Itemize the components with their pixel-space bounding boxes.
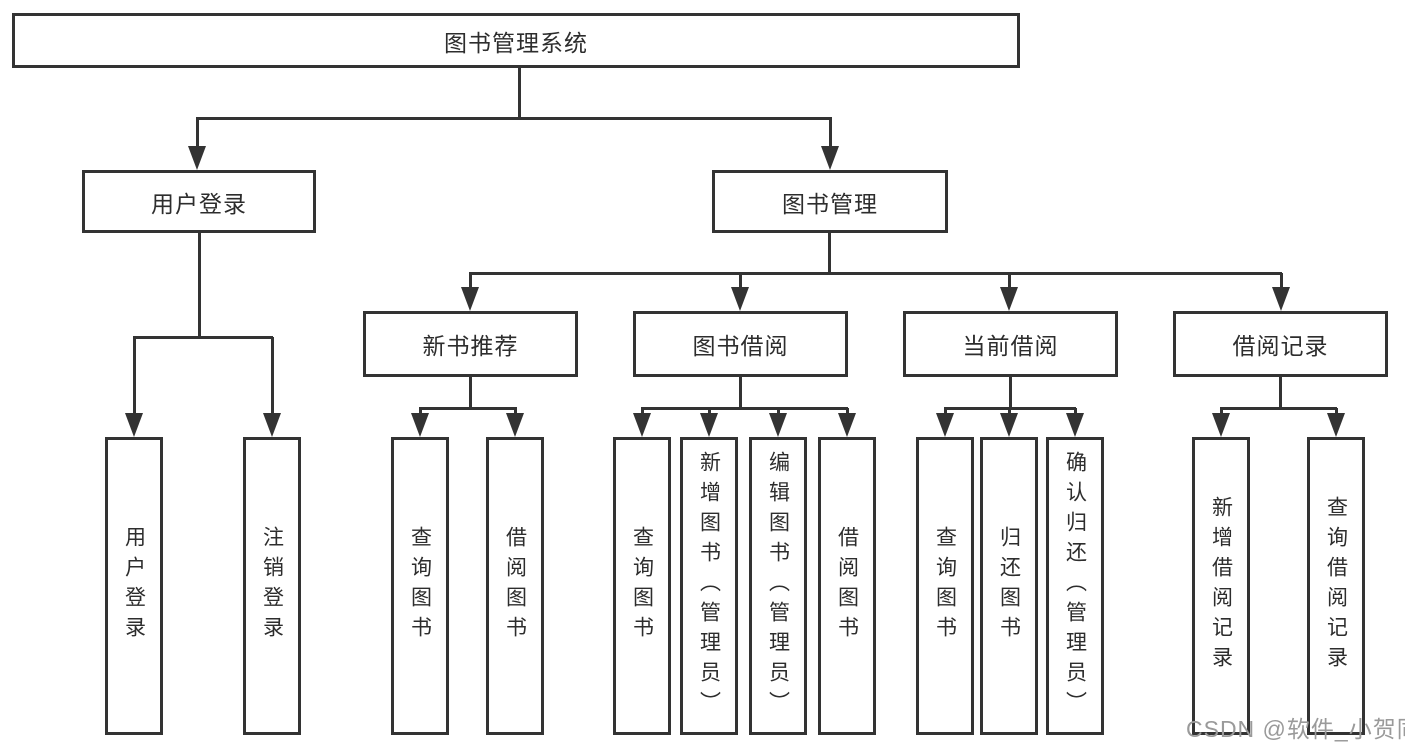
leaf-bb-borrow-books: 借阅图书 [818, 437, 876, 735]
edge-user-login-stub [198, 233, 201, 337]
node-book-management-label: 图书管理 [782, 190, 878, 217]
arrow-down-bb-query [633, 413, 651, 437]
arrow-down-bb-add [700, 413, 718, 437]
edge-level2-connector [196, 117, 832, 120]
leaf-br-query-record-label: 查询借阅记录 [1324, 496, 1348, 676]
node-borrow-records: 借阅记录 [1173, 311, 1388, 377]
edge-bb-split [641, 407, 848, 410]
node-root: 图书管理系统 [12, 13, 1020, 68]
leaf-bb-edit-books-admin-label: 编辑图书（管理员） [766, 451, 790, 721]
edge-cb-stub [1009, 377, 1012, 408]
arrow-down-new-book-recommend [461, 287, 479, 311]
edge-root-stub [518, 68, 521, 118]
arrow-down-cb-return [1000, 413, 1018, 437]
edge-to-current-borrow [1008, 273, 1011, 291]
leaf-user-login: 用户登录 [105, 437, 163, 735]
node-current-borrow-label: 当前借阅 [962, 333, 1059, 359]
leaf-cb-confirm-return-admin-label: 确认归还（管理员） [1063, 451, 1087, 721]
edge-nbr-stub [469, 377, 472, 408]
leaf-nbr-borrow-books-label: 借阅图书 [503, 526, 527, 646]
edge-to-borrow-records [1280, 273, 1283, 291]
node-book-borrow: 图书借阅 [633, 311, 848, 377]
edge-to-book-management [829, 118, 832, 152]
leaf-nbr-borrow-books: 借阅图书 [486, 437, 544, 735]
arrow-down-leaf-user-login [125, 413, 143, 437]
edge-to-new-book-recommend [469, 273, 472, 291]
arrow-down-br-query [1327, 413, 1345, 437]
arrow-down-cb-query [936, 413, 954, 437]
leaf-bb-edit-books-admin: 编辑图书（管理员） [749, 437, 807, 735]
leaf-cb-return-books: 归还图书 [980, 437, 1038, 735]
edge-bb-stub [739, 377, 742, 408]
leaf-cb-confirm-return-admin: 确认归还（管理员） [1046, 437, 1104, 735]
leaf-nbr-query-books: 查询图书 [391, 437, 449, 735]
edge-to-book-borrow [739, 273, 742, 291]
node-book-borrow-label: 图书借阅 [692, 333, 789, 359]
node-new-book-recommend: 新书推荐 [363, 311, 578, 377]
leaf-cb-query-books: 查询图书 [916, 437, 974, 735]
leaf-bb-query-books: 查询图书 [613, 437, 671, 735]
arrow-down-br-add [1212, 413, 1230, 437]
leaf-cb-return-books-label: 归还图书 [997, 526, 1021, 646]
leaf-br-query-record: 查询借阅记录 [1307, 437, 1365, 735]
arrow-down-bb-edit [769, 413, 787, 437]
leaf-user-login-label: 用户登录 [122, 526, 146, 646]
leaf-bb-query-books-label: 查询图书 [630, 526, 654, 646]
node-current-borrow: 当前借阅 [903, 311, 1118, 377]
leaf-nbr-query-books-label: 查询图书 [408, 526, 432, 646]
csdn-watermark: CSDN @软件_小贺同学 [1186, 716, 1405, 742]
edge-br-stub [1279, 377, 1282, 408]
leaf-br-add-record: 新增借阅记录 [1192, 437, 1250, 735]
arrow-down-borrow-records [1272, 287, 1290, 311]
arrow-down-nbr-query [411, 413, 429, 437]
arrow-down-current-borrow [1000, 287, 1018, 311]
arrow-down-book-borrow [731, 287, 749, 311]
edge-level3-connector [469, 272, 1282, 275]
node-book-management: 图书管理 [712, 170, 948, 233]
arrow-down-book-management [821, 146, 839, 170]
node-user-login: 用户登录 [82, 170, 316, 233]
edge-to-user-login [196, 118, 199, 152]
leaf-bb-borrow-books-label: 借阅图书 [835, 526, 859, 646]
leaf-logout: 注销登录 [243, 437, 301, 735]
arrow-down-cb-confirm [1066, 413, 1084, 437]
edge-to-leaf-logout [271, 337, 274, 417]
leaf-bb-add-books-admin: 新增图书（管理员） [680, 437, 738, 735]
leaf-logout-label: 注销登录 [260, 526, 284, 646]
arrow-down-nbr-borrow [506, 413, 524, 437]
edge-br-split [1220, 407, 1337, 410]
leaf-br-add-record-label: 新增借阅记录 [1209, 496, 1233, 676]
edge-user-login-split [133, 336, 273, 339]
node-new-book-recommend-label: 新书推荐 [422, 333, 519, 359]
arrow-down-user-login [188, 146, 206, 170]
edge-to-leaf-user-login [133, 337, 136, 417]
leaf-bb-add-books-admin-label: 新增图书（管理员） [697, 451, 721, 721]
node-user-login-label: 用户登录 [151, 190, 247, 217]
node-borrow-records-label: 借阅记录 [1232, 333, 1329, 359]
edge-nbr-split [419, 407, 517, 410]
edge-book-management-stub [828, 233, 831, 274]
node-root-label: 图书管理系统 [444, 29, 588, 56]
leaf-cb-query-books-label: 查询图书 [933, 526, 957, 646]
arrow-down-leaf-logout [263, 413, 281, 437]
arrow-down-bb-borrow [838, 413, 856, 437]
